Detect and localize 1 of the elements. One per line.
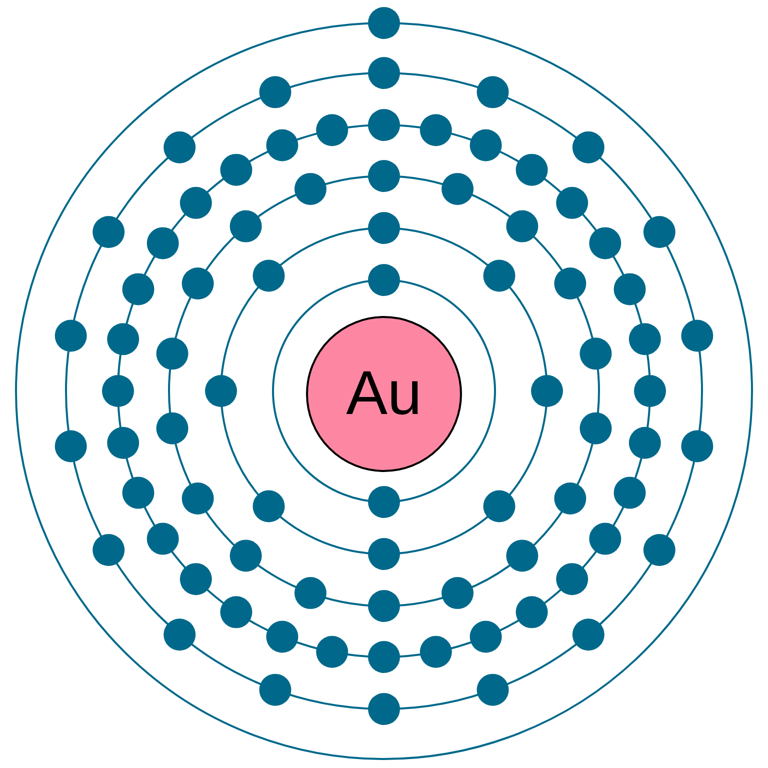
element-symbol: Au [346, 363, 422, 425]
